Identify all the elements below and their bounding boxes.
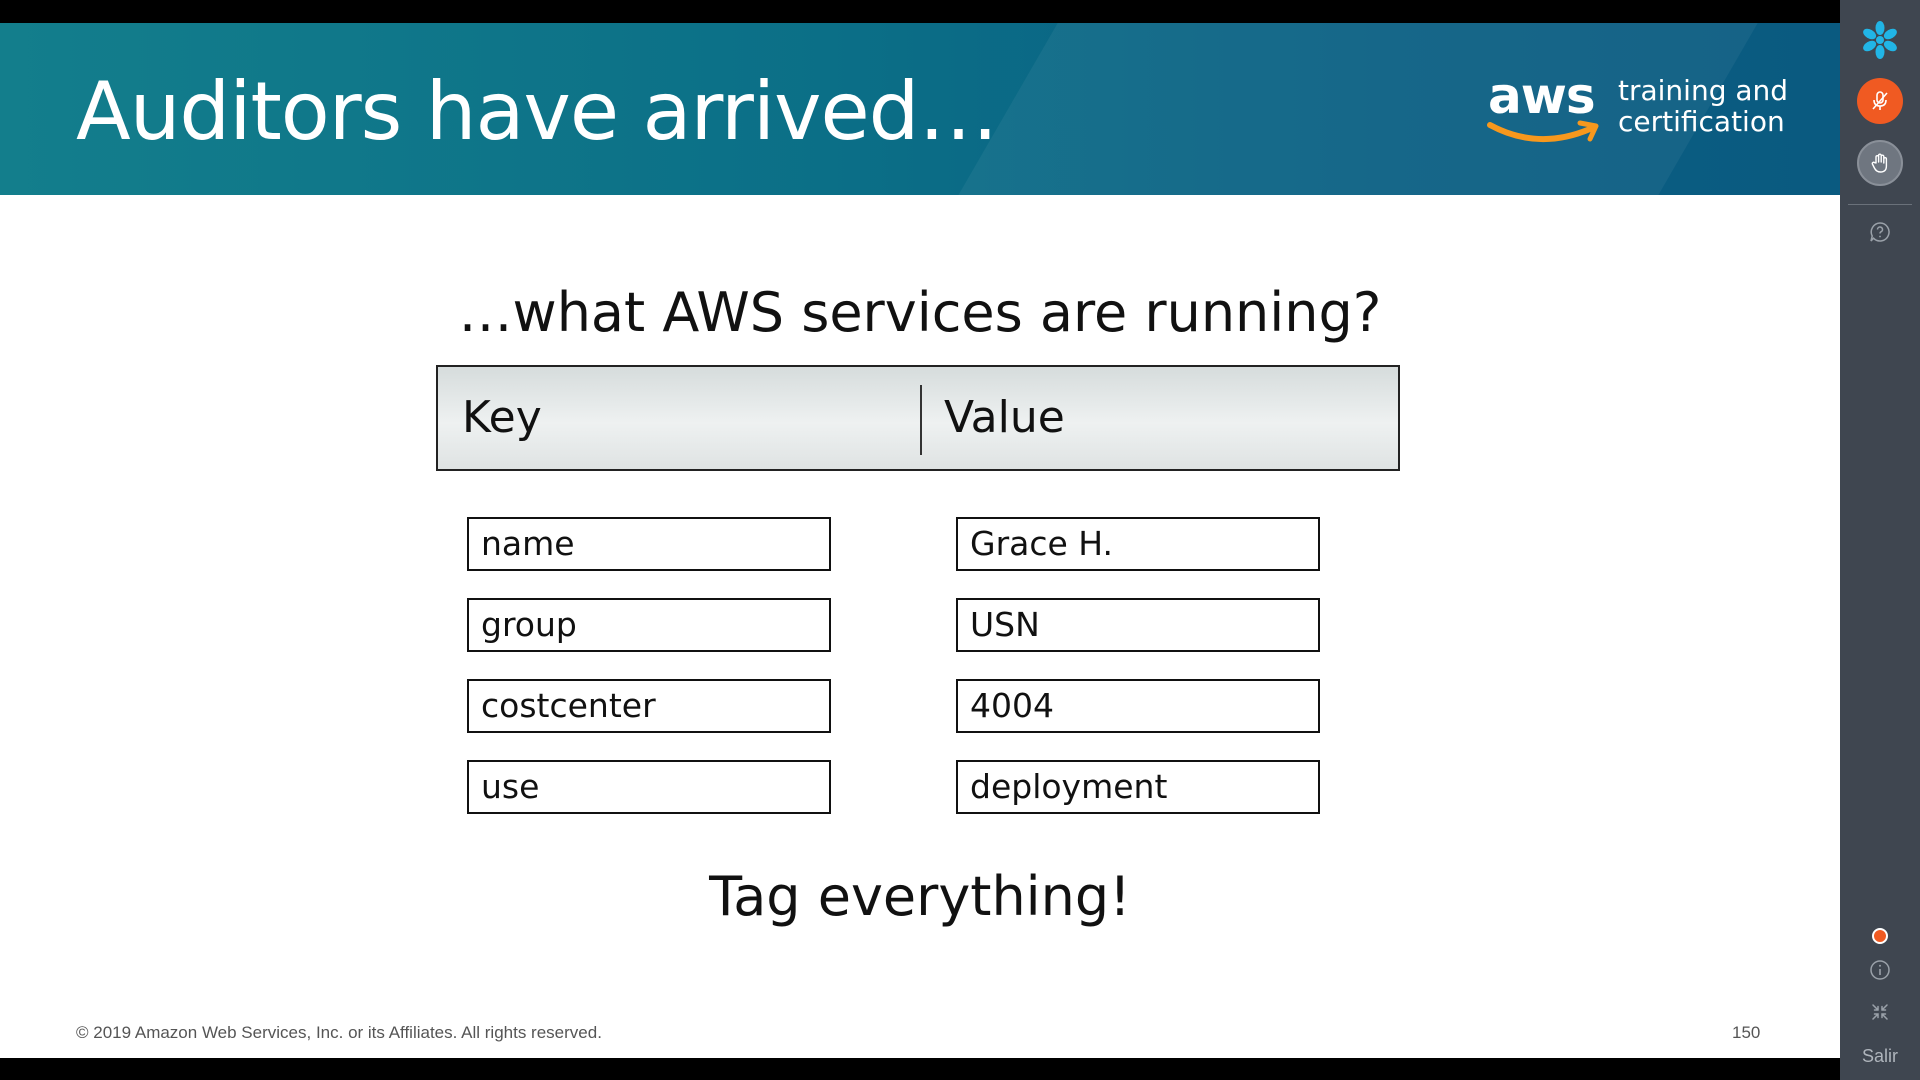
app-logo-icon [1863, 21, 1897, 59]
value-column-header: Value [944, 392, 1065, 443]
raise-hand-button[interactable] [1857, 140, 1903, 186]
toolbar-separator [1848, 204, 1912, 205]
side-toolbar: Salir [1840, 0, 1920, 1080]
copyright-footer: © 2019 Amazon Web Services, Inc. or its … [76, 1023, 602, 1042]
raise-hand-icon [1871, 153, 1888, 173]
recording-indicator-icon [1872, 928, 1888, 944]
brand-tagline: training and certification [1618, 75, 1788, 137]
tag-value-box: deployment [956, 760, 1320, 814]
microphone-muted-icon [1872, 91, 1888, 110]
brand-tagline-line2: certification [1618, 105, 1785, 138]
tag-value-box: 4004 [956, 679, 1320, 733]
slide-page-number: 150 [1732, 1023, 1761, 1042]
tag-key-box: name [467, 517, 831, 571]
key-column-header: Key [462, 392, 542, 443]
help-button[interactable] [1868, 220, 1892, 244]
tag-key-box: group [467, 598, 831, 652]
presentation-slide: Auditors have arrived… aws training and … [0, 23, 1840, 1058]
tag-key-box: costcenter [467, 679, 831, 733]
tag-key-box: use [467, 760, 831, 814]
closing-statement: Tag everything! [709, 865, 1131, 928]
app-logo-button[interactable] [1857, 17, 1903, 63]
slide-subtitle: …what AWS services are running? [458, 281, 1382, 344]
column-divider [920, 385, 922, 455]
slide-title: Auditors have arrived… [76, 65, 998, 158]
aws-smile-icon [1487, 120, 1599, 143]
microphone-toggle-button[interactable] [1857, 78, 1903, 124]
exit-button[interactable]: Salir [1861, 1046, 1898, 1066]
info-icon [1870, 960, 1890, 980]
collapse-button[interactable] [1868, 1000, 1892, 1024]
aws-wordmark: aws [1488, 67, 1596, 125]
help-icon [1870, 222, 1890, 242]
key-value-header: Key Value [436, 365, 1400, 471]
aws-logo: aws [1486, 71, 1602, 171]
slide-header-banner: Auditors have arrived… aws training and … [0, 23, 1840, 195]
info-button[interactable] [1868, 958, 1892, 982]
tag-value-box: Grace H. [956, 517, 1320, 571]
tag-value-box: USN [956, 598, 1320, 652]
brand-tagline-line1: training and [1618, 74, 1789, 107]
collapse-icon [1872, 1004, 1888, 1020]
